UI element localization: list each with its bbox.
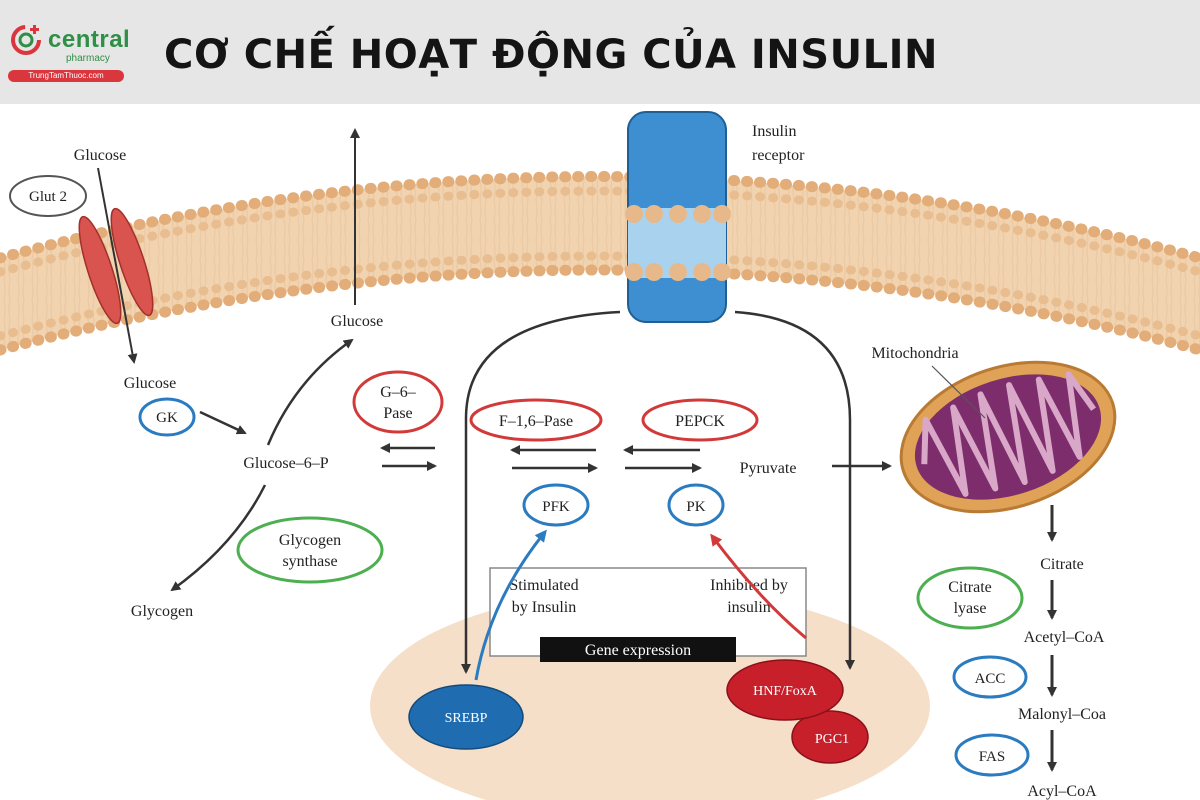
- srebp-factor: [408, 684, 524, 750]
- pepck-enzyme: [641, 398, 759, 442]
- g6pase-label-1: G–6–: [380, 384, 417, 401]
- pepck-label: PEPCK: [675, 413, 725, 430]
- g6p-to-glycogen-arrow: [170, 484, 267, 592]
- glucose-exit-label: Glucose: [331, 313, 383, 330]
- fas-label: FAS: [979, 749, 1005, 765]
- acetyl-coa-label: Acetyl–CoA: [1024, 629, 1105, 646]
- glucose-outside-label: Glucose: [74, 147, 126, 164]
- stimulated-label-2: by Insulin: [512, 599, 576, 616]
- gk-enzyme: [138, 397, 196, 437]
- cell-membrane: [0, 171, 1200, 356]
- g6pase-enzyme: [352, 370, 444, 434]
- page-title: CƠ CHẾ HOẠT ĐỘNG CỦA INSULIN: [164, 32, 938, 78]
- g6p-to-glucose-arrow: [266, 338, 354, 446]
- hnf-foxa-label: HNF/FoxA: [753, 684, 818, 699]
- inhibited-label-1: Inhibited by: [710, 577, 788, 594]
- f16pase-label: F–1,6–Pase: [499, 413, 573, 430]
- central-pharmacy-logo-icon: [11, 25, 41, 55]
- srebp-stimulates-pfk-arrow: [474, 529, 547, 681]
- fas-enzyme: [954, 733, 1030, 777]
- f16-reversible-arrows: [510, 445, 598, 473]
- logo-name: central: [48, 26, 131, 53]
- pgc1-factor: [791, 710, 869, 764]
- glucose-inside-label: Glucose: [124, 375, 176, 392]
- insulin-receptor-label-2: receptor: [752, 147, 805, 164]
- pyruvate-label: Pyruvate: [740, 460, 797, 477]
- acyl-coa-label: Acyl–CoA: [1027, 783, 1097, 800]
- inhibited-label-2: insulin: [727, 599, 771, 616]
- gene-expression-bar: [540, 637, 736, 662]
- malonyl-coa-label: Malonyl–Coa: [1018, 706, 1106, 723]
- insulin-receptor: [625, 111, 731, 323]
- srebp-label: SREBP: [445, 711, 488, 726]
- stimulated-label-1: Stimulated: [509, 577, 578, 594]
- citrate-lyase-label-1: Citrate: [948, 579, 992, 596]
- gk-label: GK: [156, 410, 178, 426]
- citrate-label: Citrate: [1040, 556, 1084, 573]
- pgc1-label: PGC1: [815, 732, 849, 747]
- acc-label: ACC: [975, 671, 1006, 687]
- mitochondria-pointer: [931, 365, 986, 419]
- hnf-inhibits-pk-arrow: [710, 533, 807, 640]
- gk-arrow: [199, 410, 247, 435]
- pk-label: PK: [686, 499, 705, 515]
- glut2-label-oval: [9, 175, 87, 217]
- glycogen-synthase-enzyme: [236, 516, 384, 584]
- citrate-lyase-enzyme: [916, 566, 1024, 630]
- logo-url: TrungTamThuoc.com: [8, 70, 124, 82]
- logo-subtitle: pharmacy: [66, 53, 110, 64]
- glut2-transporter: [78, 207, 154, 325]
- pfk-enzyme: [522, 483, 590, 527]
- insulin-receptor-label-1: Insulin: [752, 123, 796, 140]
- glucose-import-arrow: [97, 167, 138, 364]
- hnf-foxa-factor: [726, 659, 844, 721]
- f16pase-enzyme: [469, 398, 603, 442]
- mitochondria-icon: [899, 360, 1117, 514]
- citrate-lyase-label-2: lyase: [954, 600, 987, 617]
- glut2-label: Glut 2: [29, 189, 67, 205]
- pfk-label: PFK: [542, 499, 570, 515]
- gene-expression-label: Gene expression: [585, 642, 691, 659]
- g6p-reversible-arrows: [380, 443, 437, 471]
- header-bar: central pharmacy TrungTamThuoc.com CƠ CH…: [0, 0, 1200, 104]
- pk-enzyme: [667, 483, 725, 527]
- acc-enzyme: [952, 655, 1028, 699]
- glycogen-synthase-label-2: synthase: [282, 553, 337, 570]
- mitochondria-label: Mitochondria: [871, 345, 958, 362]
- g6pase-label-2: Pase: [383, 405, 412, 422]
- glycogen-synthase-label-1: Glycogen: [279, 532, 341, 549]
- receptor-signal-right-arrow: [734, 310, 855, 670]
- g6p-label: Glucose–6–P: [243, 455, 328, 472]
- pep-reversible-arrows: [623, 445, 702, 473]
- receptor-signal-left-arrow: [461, 310, 621, 674]
- glycogen-label: Glycogen: [131, 603, 193, 620]
